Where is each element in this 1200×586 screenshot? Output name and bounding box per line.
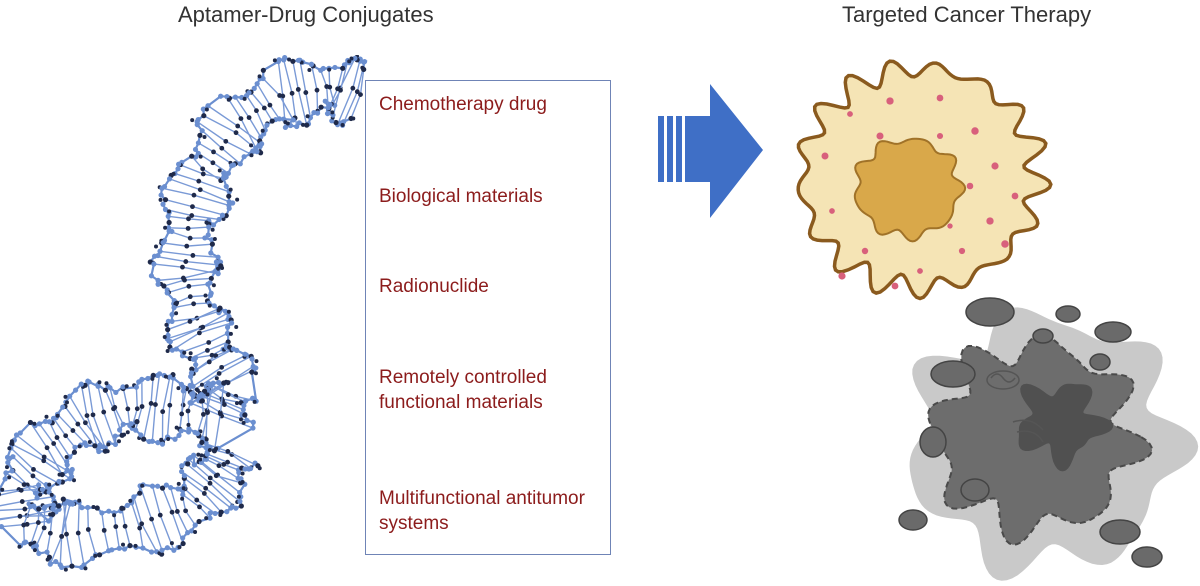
conjugate-types-box: Chemotherapy drug Biological materials R… xyxy=(365,80,611,555)
dna-aptamer-icon xyxy=(0,55,368,572)
chemotherapy-drug-item: Chemotherapy drug xyxy=(379,94,547,115)
multifunctional-antitumor-systems-item: Multifunctional antitumor systems xyxy=(379,488,585,534)
right-arrow-icon xyxy=(658,84,763,218)
cancer-cell-icon xyxy=(796,59,1053,301)
targeted-cancer-therapy-title: Targeted Cancer Therapy xyxy=(842,2,1092,27)
radionuclide-item: Radionuclide xyxy=(379,276,489,297)
aptamer-drug-conjugates-title: Aptamer-Drug Conjugates xyxy=(178,2,434,27)
apoptotic-cell-icon xyxy=(898,297,1199,581)
remotely-controlled-materials-item: Remotely controlled functional materials xyxy=(379,367,547,413)
biological-materials-item: Biological materials xyxy=(379,186,543,207)
